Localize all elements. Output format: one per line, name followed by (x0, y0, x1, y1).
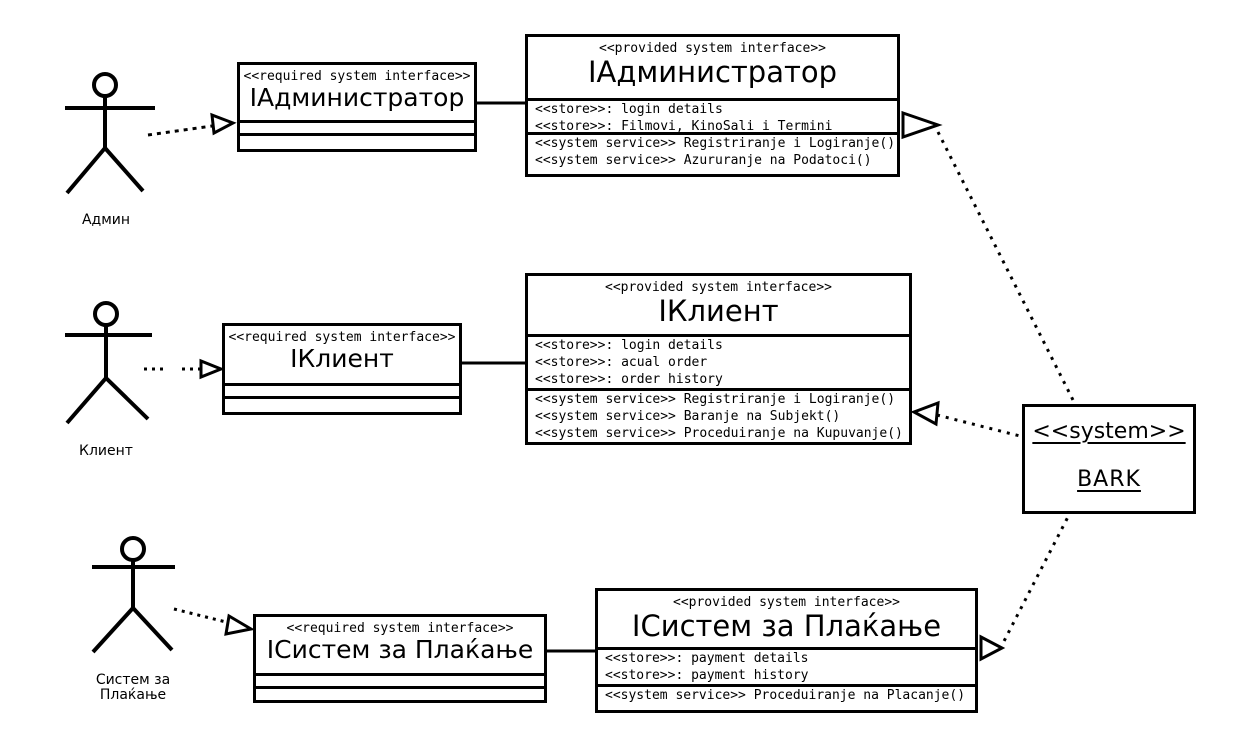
store-item: <<store>>: payment details (605, 651, 809, 666)
service-item: <<system service>> Proceduiranje na Plac… (605, 688, 966, 703)
store-compartment: <<store>>: payment details <<store>>: pa… (598, 647, 975, 684)
required-interface-klient-box: <<required system interface>> IКлиент (222, 323, 462, 415)
service-compartment: <<system service>> Registriranje i Logir… (528, 388, 909, 442)
service-item: <<system service>> Registriranje i Logir… (535, 136, 896, 151)
service-item: <<system service>> Proceduiranje na Kupu… (535, 426, 903, 441)
provided-interface-klient-title: <<provided system interface>> IКлиент (528, 276, 909, 334)
service-item: <<system service>> Baranje na Subjekt() (535, 409, 841, 424)
empty-compartment (225, 383, 459, 396)
required-stereotype: <<required system interface>> (228, 330, 456, 345)
provided-interface-name: IКлиент (658, 294, 779, 328)
store-compartment: <<store>>: login details <<store>>: Film… (528, 98, 897, 132)
actor-label-klient: Клиент (79, 443, 133, 459)
required-interface-admin-box: <<required system interface>> IАдминистр… (237, 62, 477, 152)
store-compartment: <<store>>: login details <<store>>: acua… (528, 334, 909, 388)
service-item: <<system service>> Azururanje na Podatoc… (535, 153, 872, 168)
system-stereotype: <<system>> (1032, 419, 1186, 444)
realization-arrow-admin (901, 110, 1076, 403)
service-compartment: <<system service>> Registriranje i Logir… (528, 132, 897, 174)
actor-label-payment: Систем за Плаќање (73, 673, 193, 703)
actor-icon (91, 536, 175, 654)
system-bark-box: <<system>> BARK (1022, 404, 1196, 514)
actor-label-payment-line2: Плаќање (99, 687, 167, 703)
empty-compartment (240, 133, 474, 149)
dependency-arrow-admin (147, 112, 237, 137)
required-stereotype: <<required system interface>> (243, 69, 471, 84)
realization-arrow-klient (910, 400, 1021, 438)
store-item: <<store>>: payment history (605, 668, 809, 683)
realization-arrow-payment (979, 510, 1073, 662)
provided-interface-payment-title: <<provided system interface>> IСистем за… (598, 591, 975, 647)
dependency-arrow-klient (144, 358, 226, 380)
store-item: <<store>>: login details (535, 338, 723, 353)
required-interface-name: IКлиент (290, 344, 394, 373)
provided-interface-klient-box: <<provided system interface>> IКлиент <<… (525, 273, 912, 445)
actor-icon (65, 301, 152, 425)
required-interface-klient-title: <<required system interface>> IКлиент (225, 326, 459, 383)
dependency-arrow-payment (173, 607, 256, 636)
empty-compartment (256, 686, 544, 700)
system-name: BARK (1077, 467, 1141, 492)
actor-label-admin: Админ (81, 212, 131, 228)
provided-interface-name: IСистем за Плаќање (631, 609, 942, 643)
store-item: <<store>>: acual order (535, 355, 708, 370)
required-interface-payment-title: <<required system interface>> IСистем за… (256, 617, 544, 673)
empty-compartment (225, 396, 459, 412)
empty-compartment (240, 120, 474, 133)
provided-interface-payment-box: <<provided system interface>> IСистем за… (595, 588, 978, 713)
required-interface-admin-title: <<required system interface>> IАдминистр… (240, 65, 474, 120)
store-item: <<store>>: login details (535, 102, 723, 117)
provided-interface-name: IАдминистратор (587, 55, 838, 89)
service-compartment: <<system service>> Proceduiranje na Plac… (598, 684, 975, 710)
required-interface-name: IСистем за Плаќање (266, 635, 534, 664)
store-item: <<store>>: order history (535, 372, 723, 387)
provided-interface-admin-title: <<provided system interface>> IАдминистр… (528, 37, 897, 98)
provided-stereotype: <<provided system interface>> (599, 41, 826, 56)
provided-stereotype: <<provided system interface>> (673, 595, 900, 610)
actor-icon (65, 72, 155, 195)
service-item: <<system service>> Registriranje i Logir… (535, 392, 896, 407)
store-item: <<store>>: Filmovi, KinoSali i Termini (535, 119, 833, 132)
required-interface-payment-box: <<required system interface>> IСистем за… (253, 614, 547, 703)
required-interface-name: IАдминистратор (249, 83, 465, 112)
empty-compartment (256, 673, 544, 686)
actor-label-payment-line1: Систем за (95, 672, 171, 688)
provided-interface-admin-box: <<provided system interface>> IАдминистр… (525, 34, 900, 177)
provided-stereotype: <<provided system interface>> (605, 280, 832, 295)
required-stereotype: <<required system interface>> (286, 621, 514, 636)
